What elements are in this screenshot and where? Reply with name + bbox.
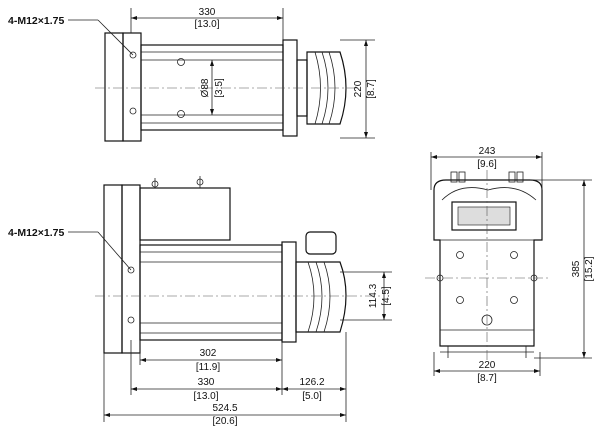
top-width-in: [13.0] bbox=[194, 19, 219, 30]
side-right-flange bbox=[281, 241, 297, 343]
side-view: 4-M12×1.75 114.3 [4.5] 302 [11.9] 330 [1… bbox=[8, 176, 392, 427]
top-height-mm: 220 bbox=[353, 80, 364, 97]
end-width-top-in: [9.6] bbox=[477, 159, 497, 170]
offset-in: [4.5] bbox=[381, 286, 392, 306]
top-brake-housing bbox=[306, 51, 347, 125]
end-width-bottom-in: [8.7] bbox=[477, 373, 497, 384]
side-left-flange-inner bbox=[121, 184, 141, 354]
top-left-flange-outer bbox=[104, 32, 124, 142]
span-mm: 302 bbox=[200, 348, 217, 359]
end-body-outline bbox=[433, 179, 543, 347]
end-view: 243 [9.6] 385 [15.2] 220 [8.7] bbox=[425, 146, 595, 384]
end-width-bottom-mm: 220 bbox=[479, 360, 496, 371]
bore-mm: Ø88 bbox=[200, 78, 211, 97]
side-solenoid bbox=[305, 231, 337, 255]
end-height-in: [15.2] bbox=[584, 256, 595, 281]
side-thread-label: 4-M12×1.75 bbox=[8, 227, 64, 239]
body-in: [13.0] bbox=[193, 391, 218, 402]
side-left-flange-outer bbox=[103, 184, 123, 354]
total-mm: 524.5 bbox=[212, 403, 237, 414]
motor-mm: 126.2 bbox=[299, 377, 324, 388]
top-left-flange-inner bbox=[122, 32, 142, 142]
offset-mm: 114.3 bbox=[368, 283, 379, 308]
total-in: [20.6] bbox=[212, 416, 237, 427]
top-thread-label: 4-M12×1.75 bbox=[8, 15, 64, 27]
body-mm: 330 bbox=[198, 377, 215, 388]
span-in: [11.9] bbox=[196, 362, 220, 373]
motor-in: [5.0] bbox=[302, 391, 322, 402]
top-bolt-hole bbox=[129, 51, 137, 59]
side-top-housing bbox=[139, 187, 231, 241]
bore-in: [3.5] bbox=[214, 78, 225, 98]
side-drum-body bbox=[139, 244, 283, 341]
end-logo-plate bbox=[451, 201, 517, 231]
side-motor-housing bbox=[295, 261, 347, 333]
end-height-mm: 385 bbox=[571, 260, 582, 277]
top-width-mm: 330 bbox=[199, 7, 216, 18]
top-view: 330 [13.0] Ø88 [3.5] 220 [8.7] 4-M12×1.7… bbox=[8, 7, 377, 142]
end-width-top-mm: 243 bbox=[479, 146, 496, 157]
top-height-in: [8.7] bbox=[366, 79, 377, 99]
top-bolt-hole bbox=[129, 107, 137, 115]
